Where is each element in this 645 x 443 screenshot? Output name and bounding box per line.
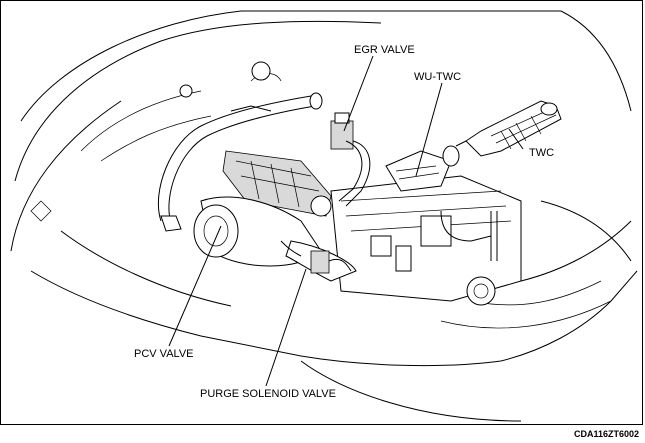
purge-solenoid-valve-label: PURGE SOLENOID VALVE	[200, 388, 336, 400]
egr-valve-part	[330, 112, 371, 207]
engine-bay-drawing	[10, 10, 638, 422]
pcv-valve-label: PCV VALVE	[134, 348, 194, 360]
wu-twc-label: WU-TWC	[414, 71, 462, 83]
misc-hoses	[179, 61, 498, 261]
pcv-hose	[157, 92, 323, 232]
purge-solenoid-valve-part	[280, 240, 352, 274]
engine-block	[330, 175, 522, 306]
egr-valve-label: EGR VALVE	[354, 44, 415, 56]
wu-twc-part	[385, 145, 460, 192]
diagram-frame: EGR VALVE WU-TWC TWC PCV VALVE PURGE SOL…	[0, 0, 643, 425]
air-intake	[193, 196, 357, 282]
figure-code: CDA116ZT6002	[573, 429, 639, 439]
twc-part	[455, 100, 562, 157]
leader-lines	[168, 55, 524, 387]
twc-label: TWC	[529, 147, 555, 159]
